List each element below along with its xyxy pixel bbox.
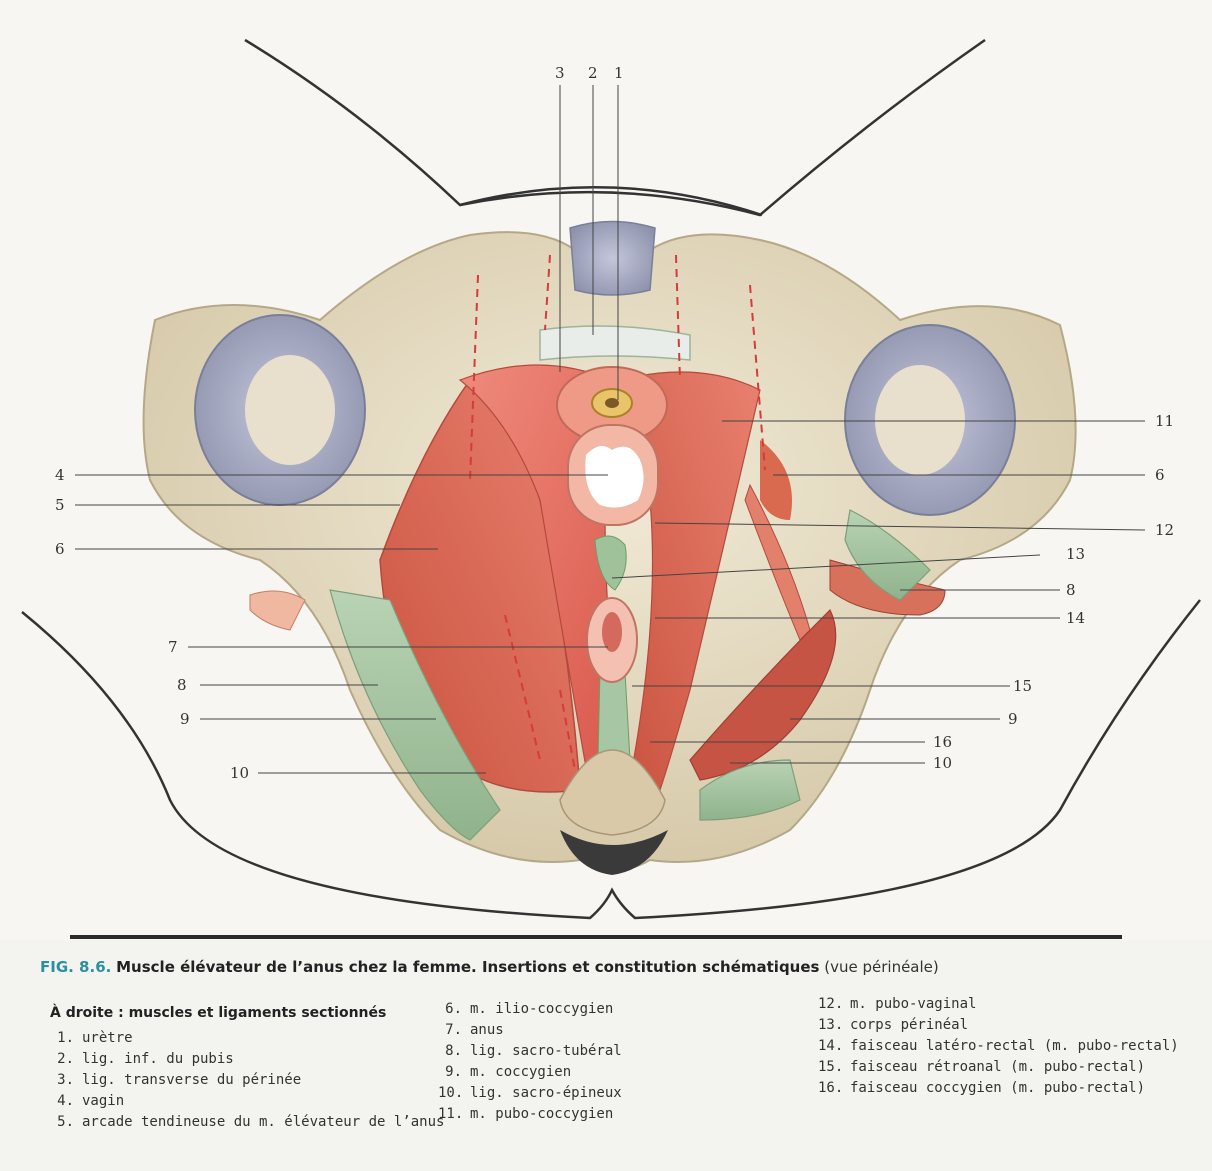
label-1: 1 <box>614 64 624 82</box>
label-6-right: 6 <box>1155 466 1165 484</box>
figure-title: Muscle élévateur de l’anus chez la femme… <box>116 958 819 976</box>
label-12: 12 <box>1155 521 1174 539</box>
legend-item: 10.lig. sacro-épineux <box>438 1083 622 1104</box>
label-10-right: 10 <box>933 754 952 772</box>
legend-item: 2.lig. inf. du pubis <box>50 1049 444 1070</box>
legend-column-2: 6.m. ilio-coccygien 7.anus 8.lig. sacro-… <box>438 999 622 1125</box>
legend-item: 16.faisceau coccygien (m. pubo-rectal) <box>818 1078 1179 1099</box>
label-13: 13 <box>1066 545 1085 563</box>
label-16: 16 <box>933 733 952 751</box>
legend-heading: À droite : muscles et ligaments sectionn… <box>50 1003 444 1024</box>
label-9-left: 9 <box>180 710 190 728</box>
label-8-left: 8 <box>177 676 187 694</box>
legend-item: 4.vagin <box>50 1091 444 1112</box>
legend-item: 9.m. coccygien <box>438 1062 622 1083</box>
legend-item: 3.lig. transverse du périnée <box>50 1070 444 1091</box>
label-2: 2 <box>588 64 598 82</box>
figure-view-note: (vue périnéale) <box>824 958 939 976</box>
label-10-left: 10 <box>230 764 249 782</box>
label-5: 5 <box>55 496 65 514</box>
legend-column-3: 12.m. pubo-vaginal 13.corps périnéal 14.… <box>818 994 1179 1099</box>
label-8-right: 8 <box>1066 581 1076 599</box>
label-11: 11 <box>1155 412 1174 430</box>
label-15: 15 <box>1013 677 1032 695</box>
legend-item: 15.faisceau rétroanal (m. pubo-rectal) <box>818 1057 1179 1078</box>
legend-item: 11.m. pubo-coccygien <box>438 1104 622 1125</box>
legend-item: 14.faisceau latéro-rectal (m. pubo-recta… <box>818 1036 1179 1057</box>
label-14: 14 <box>1066 609 1085 627</box>
legend-column-1: À droite : muscles et ligaments sectionn… <box>50 1003 444 1133</box>
label-6-left: 6 <box>55 540 65 558</box>
legend-item: 8.lig. sacro-tubéral <box>438 1041 622 1062</box>
legend-item: 7.anus <box>438 1020 622 1041</box>
figure-caption: FIG. 8.6. Muscle élévateur de l’anus che… <box>40 958 1180 976</box>
label-3: 3 <box>555 64 565 82</box>
label-7: 7 <box>168 638 178 656</box>
legend-item: 1.urètre <box>50 1028 444 1049</box>
label-9-right: 9 <box>1008 710 1018 728</box>
legend-item: 13.corps périnéal <box>818 1015 1179 1036</box>
figure-number: FIG. 8.6. <box>40 958 111 976</box>
legend-item: 12.m. pubo-vaginal <box>818 994 1179 1015</box>
legend-item: 6.m. ilio-coccygien <box>438 999 622 1020</box>
legend-item: 5.arcade tendineuse du m. élévateur de l… <box>50 1112 444 1133</box>
label-4: 4 <box>55 466 65 484</box>
